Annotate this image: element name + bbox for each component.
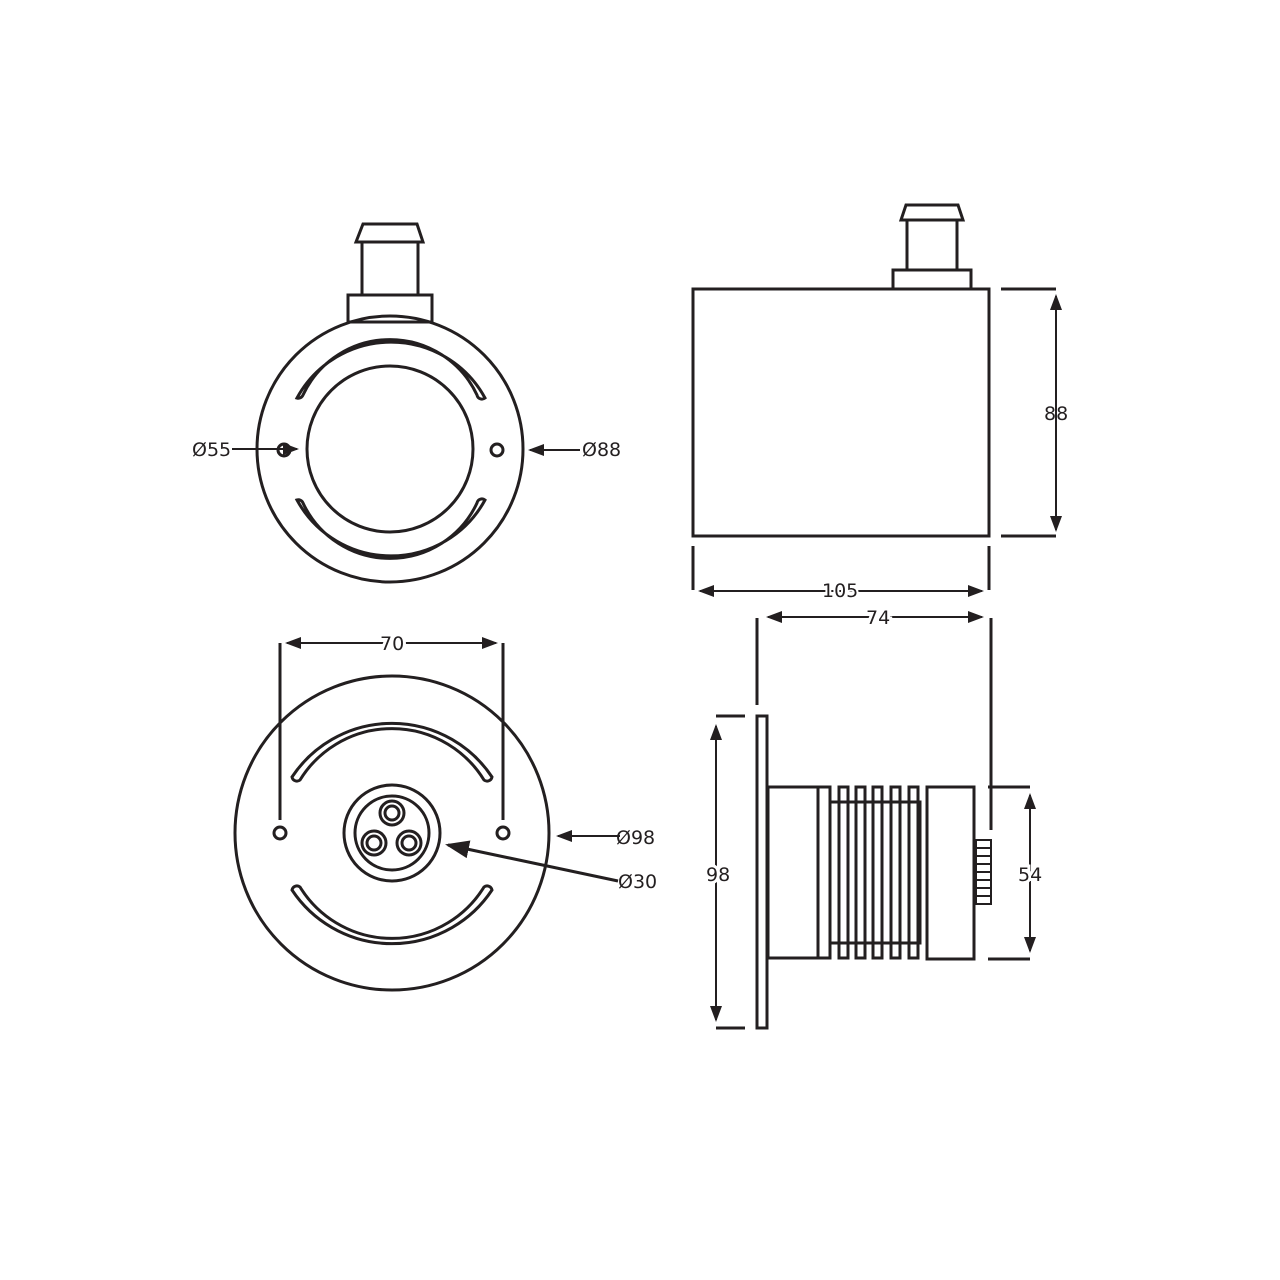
dim-lens-diameter-30: Ø30: [618, 871, 657, 893]
housing-front-view: Ø55 Ø88: [192, 222, 621, 584]
dim-length-105: 105: [822, 580, 858, 602]
dim-depth-74: 74: [866, 607, 890, 629]
dim-body-height-54: 54: [1018, 864, 1042, 886]
dim-flange-height-98: 98: [706, 864, 730, 886]
dim-outer-diameter-88: Ø88: [582, 439, 621, 461]
dim-height-88: 88: [1044, 403, 1068, 425]
luminaire-side-view: 74 98 54: [703, 604, 1045, 1030]
dim-hole-spacing-70: 70: [380, 633, 404, 655]
dim-hole-diameter-55: Ø55: [192, 439, 231, 461]
dim-outer-diameter-98: Ø98: [616, 827, 655, 849]
housing-side-view: 88 105: [691, 203, 1068, 604]
luminaire-front-view: 70 Ø98 Ø30: [233, 630, 657, 992]
